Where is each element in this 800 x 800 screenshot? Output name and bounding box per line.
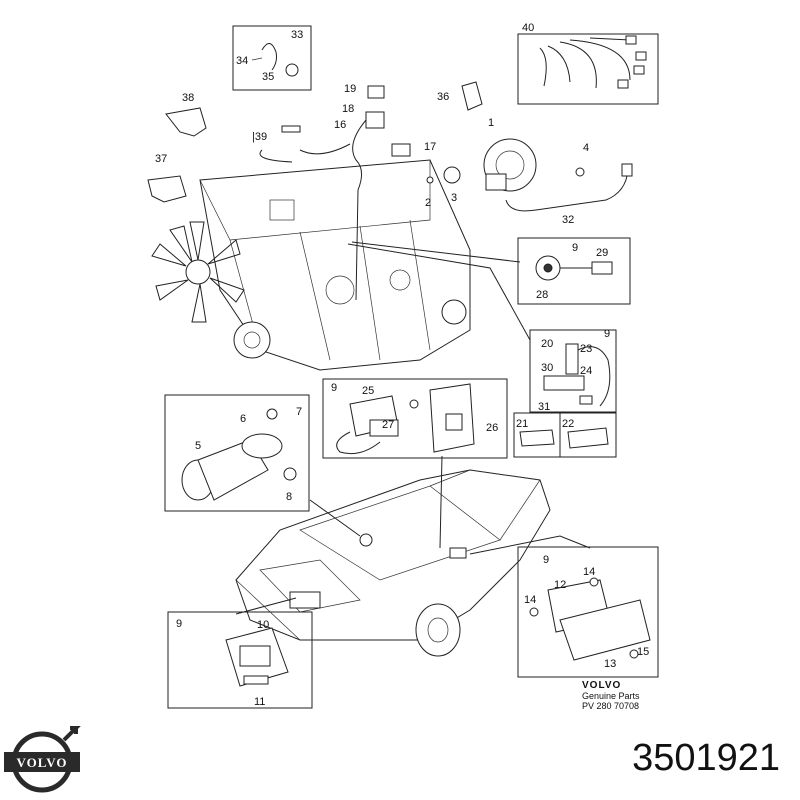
callout-3: 3: [451, 192, 457, 204]
parts-16-19: [259, 85, 411, 301]
part-36: [461, 81, 483, 111]
engine-block: [199, 159, 471, 371]
callout-38: 38: [182, 92, 194, 104]
box-starter: [164, 394, 310, 512]
callout-40: 40: [522, 22, 534, 34]
brand-code: PV 280 70708: [582, 701, 640, 711]
callout-30: 30: [541, 362, 553, 374]
callout-25: 25: [362, 385, 374, 397]
callout-29: 29: [596, 247, 608, 259]
callout-9-module: 9: [331, 382, 337, 394]
box-knock-sensor: [517, 237, 631, 305]
callout-21: 21: [516, 418, 528, 430]
leader-line: [347, 243, 531, 341]
callout-16: 16: [334, 119, 346, 131]
callout-4: 4: [583, 142, 589, 154]
callout-28: 28: [536, 289, 548, 301]
callout-18: 18: [342, 103, 354, 115]
fan: [151, 221, 245, 323]
callout-9-unit12: 9: [543, 554, 549, 566]
car-outline: [235, 469, 551, 657]
part-number: 3501921: [632, 737, 780, 779]
box-ignition-module: [322, 378, 508, 459]
callout-22: 22: [562, 418, 574, 430]
callout-7: 7: [296, 406, 302, 418]
callout-9-speed: 9: [604, 328, 610, 340]
leader-line: [309, 499, 361, 537]
callout-15: 15: [637, 646, 649, 658]
brand-name: VOLVO: [582, 680, 622, 691]
volvo-logo-text: VOLVO: [17, 755, 68, 770]
callout-36: 36: [437, 91, 449, 103]
callout-14-left: 14: [524, 594, 536, 606]
callout-1: 1: [488, 117, 494, 129]
callout-2: 2: [425, 197, 431, 209]
brackets-37-38: [147, 107, 207, 203]
callout-33: 33: [291, 29, 303, 41]
callout-24: 24: [580, 365, 592, 377]
box-control-unit-10: [167, 611, 313, 709]
callout-9-knock: 9: [572, 242, 578, 254]
callout-35: 35: [262, 71, 274, 83]
callout-31: 31: [538, 401, 550, 413]
box-33-35: [232, 25, 312, 91]
callout-6: 6: [240, 413, 246, 425]
callout-39: |39: [252, 131, 267, 143]
brand-tagline: Genuine Parts: [582, 691, 640, 701]
callout-26: 26: [486, 422, 498, 434]
box-speed-sensor: [529, 329, 617, 413]
leader-line: [235, 597, 297, 615]
callout-27: 27: [382, 419, 394, 431]
callout-17: 17: [424, 141, 436, 153]
leader-line: [469, 535, 591, 555]
callout-14-top: 14: [583, 566, 595, 578]
callout-34: 34: [236, 55, 248, 67]
callout-8: 8: [286, 491, 292, 503]
callout-32: 32: [562, 214, 574, 226]
callout-11: 11: [254, 696, 265, 708]
volvo-logo: VOLVO: [4, 726, 81, 793]
callout-10: 10: [257, 619, 269, 631]
callout-5: 5: [195, 440, 201, 452]
callout-20: 20: [541, 338, 553, 350]
callout-13: 13: [604, 658, 616, 670]
distributor-1: [426, 138, 633, 212]
box-control-unit-12: [517, 546, 659, 678]
callout-12: 12: [554, 579, 566, 591]
callout-19: 19: [344, 83, 356, 95]
genuine-parts-block: VOLVO Genuine Parts PV 280 70708: [582, 680, 662, 712]
leader-line: [439, 455, 443, 549]
callout-labels: 33 34 35 40 19 18 16 17 |39 36 38 37 1 2…: [155, 22, 649, 708]
box-40-ignition-leads: [517, 33, 659, 105]
callout-23: 23: [580, 343, 592, 355]
callout-37: 37: [155, 153, 167, 165]
leader-line: [351, 241, 521, 263]
box-21-22: [513, 412, 617, 458]
callout-9-unit10: 9: [176, 618, 182, 630]
